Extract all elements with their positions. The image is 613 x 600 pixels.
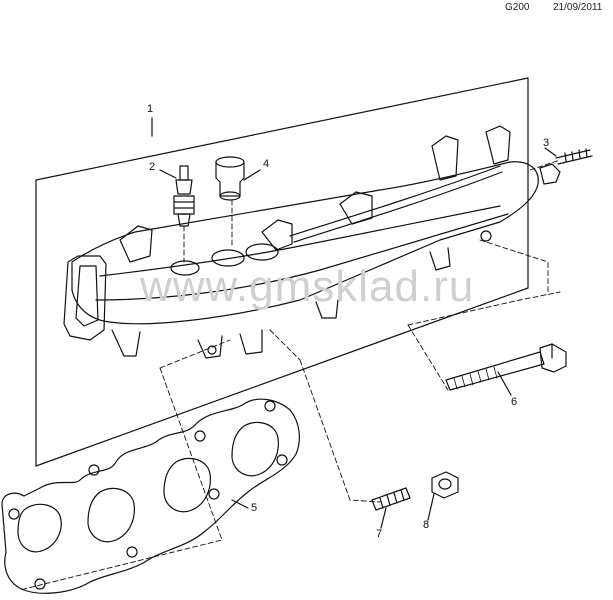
dashed-nut-alignment bbox=[407, 324, 449, 391]
callout-5: 5 bbox=[251, 502, 258, 514]
dashed-stud-alignment bbox=[299, 359, 381, 503]
bolt-part-6 bbox=[445, 343, 567, 391]
dashed-gasket-alignment bbox=[159, 339, 231, 369]
inlet-port-1 bbox=[170, 260, 200, 276]
diagram-date: 21/09/2011 bbox=[553, 2, 603, 13]
callout-3: 3 bbox=[543, 137, 550, 149]
leader-3 bbox=[544, 147, 557, 157]
dashed-bolt-alignment bbox=[407, 291, 561, 326]
dashed-sensor-alignment bbox=[529, 159, 561, 171]
leader-8 bbox=[427, 493, 435, 521]
inlet-port-3 bbox=[245, 243, 279, 261]
callout-7: 7 bbox=[376, 528, 383, 540]
flange-tabs bbox=[111, 247, 451, 359]
inlet-port-2 bbox=[211, 249, 245, 267]
manifold-end-cap bbox=[63, 255, 107, 341]
watermark-text: www.gmsklad.ru bbox=[140, 262, 475, 311]
plug-part-2 bbox=[173, 165, 195, 227]
intake-manifold-runner-top bbox=[71, 161, 539, 325]
intake-manifold-runner-bottom bbox=[95, 213, 509, 301]
dashed-bolt-alignment-2 bbox=[479, 239, 549, 293]
dashed-gasket-alignment-3 bbox=[269, 329, 301, 361]
callout-8: 8 bbox=[423, 519, 430, 531]
flange-hole-2 bbox=[480, 230, 492, 242]
callout-1: 1 bbox=[147, 103, 154, 115]
nut-part-8 bbox=[431, 471, 459, 499]
leader-4 bbox=[243, 169, 261, 181]
leader-2 bbox=[159, 169, 177, 179]
callout-4: 4 bbox=[263, 158, 270, 170]
sleeve-part-4 bbox=[215, 156, 245, 201]
assembly-frame bbox=[35, 77, 529, 467]
fuel-rail-2 bbox=[293, 171, 503, 243]
callout-2: 2 bbox=[149, 161, 156, 173]
gasket-part-5 bbox=[1, 398, 300, 594]
callout-6: 6 bbox=[511, 396, 518, 408]
diagram-code: G200 bbox=[505, 2, 530, 13]
leader-5 bbox=[231, 499, 249, 509]
flange-hole-1 bbox=[207, 345, 217, 355]
fuel-rail bbox=[289, 165, 501, 237]
mounting-bosses bbox=[119, 125, 561, 263]
sensor-part-3 bbox=[555, 148, 593, 165]
stud-part-7 bbox=[371, 487, 411, 511]
manifold-end-cap-inner bbox=[75, 265, 99, 327]
dashed-gasket-alignment-2 bbox=[19, 367, 223, 591]
leader-7 bbox=[380, 507, 387, 529]
intake-manifold-runner-front bbox=[99, 205, 501, 277]
